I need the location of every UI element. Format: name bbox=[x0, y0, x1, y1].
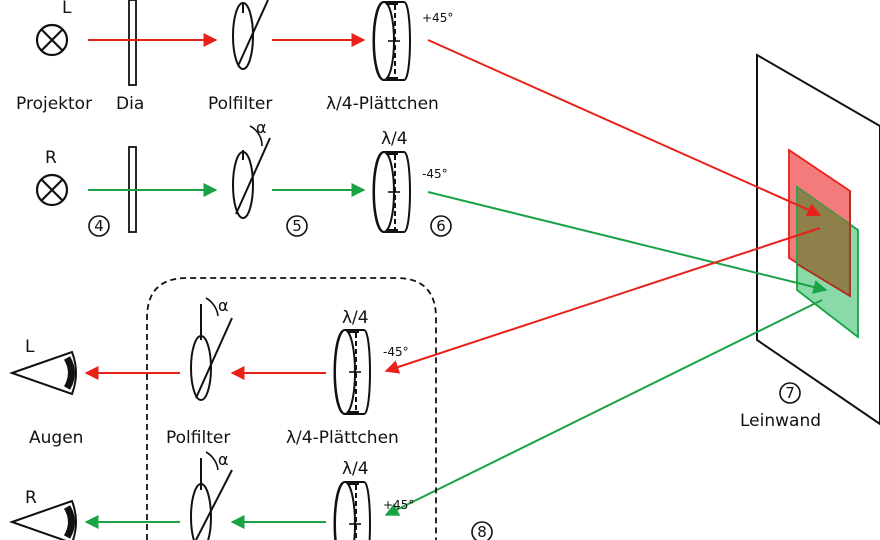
waveplate-icon bbox=[333, 481, 371, 540]
step-5-number: 5 bbox=[292, 217, 302, 235]
lamp-icon bbox=[35, 173, 69, 207]
quarter-top-label: λ/4-Plättchen bbox=[326, 94, 439, 114]
glasses-box bbox=[146, 277, 437, 540]
step-4-badge: 4 bbox=[88, 215, 110, 237]
red-image-edge bbox=[796, 191, 851, 298]
quarter-short-label-3: λ/4 bbox=[342, 459, 369, 479]
quarter-bottom-label: λ/4-Plättchen bbox=[286, 428, 399, 448]
reflection-green bbox=[384, 299, 823, 516]
step-4-number: 4 bbox=[94, 217, 104, 235]
angle-minus45-mid: -45° bbox=[422, 167, 448, 181]
eye-left-label: L bbox=[25, 337, 35, 357]
polarizer-icon bbox=[232, 0, 269, 70]
lamp-bottom-label: R bbox=[45, 148, 57, 168]
waveplate-icon bbox=[372, 0, 411, 81]
polarizer-icon bbox=[232, 125, 271, 219]
projection-red bbox=[427, 39, 822, 217]
polarizer-icon bbox=[190, 297, 233, 401]
alpha-label-1: α bbox=[256, 118, 267, 137]
alpha-label-3: α bbox=[218, 450, 229, 469]
angle-plus45-top: +45° bbox=[422, 11, 453, 25]
eye-icon bbox=[8, 499, 77, 540]
alpha-label-2: α bbox=[218, 296, 229, 315]
eyes-label: Augen bbox=[29, 428, 83, 448]
slide-top bbox=[128, 0, 137, 86]
eye-icon bbox=[8, 350, 77, 396]
polarizer-icon bbox=[190, 451, 233, 540]
lamp-top-label: L bbox=[62, 0, 72, 18]
waveplate-icon bbox=[372, 151, 411, 233]
angle-minus45-glasses: -45° bbox=[383, 345, 409, 359]
step-7-badge: 7 bbox=[779, 382, 801, 404]
reflection-red bbox=[384, 227, 821, 374]
polfilter-bottom-label: Polfilter bbox=[166, 428, 230, 448]
step-8-number: 8 bbox=[477, 523, 487, 540]
angle-plus45-bottom: +45° bbox=[383, 498, 414, 512]
waveplate-icon bbox=[333, 329, 371, 415]
lamp-icon bbox=[35, 23, 69, 57]
step-5-badge: 5 bbox=[286, 215, 308, 237]
step-6-number: 6 bbox=[436, 217, 446, 235]
screen-label: Leinwand bbox=[740, 411, 821, 431]
step-6-badge: 6 bbox=[430, 215, 452, 237]
quarter-short-label-1: λ/4 bbox=[381, 129, 408, 149]
projection-green bbox=[427, 191, 828, 294]
step-8-badge: 8 bbox=[471, 521, 493, 540]
eye-right-label: R bbox=[25, 488, 37, 508]
quarter-short-label-2: λ/4 bbox=[342, 308, 369, 328]
step-7-number: 7 bbox=[785, 384, 795, 402]
projector-label: Projektor bbox=[16, 94, 92, 114]
polfilter-top-label: Polfilter bbox=[208, 94, 272, 114]
slide-label: Dia bbox=[116, 94, 144, 114]
